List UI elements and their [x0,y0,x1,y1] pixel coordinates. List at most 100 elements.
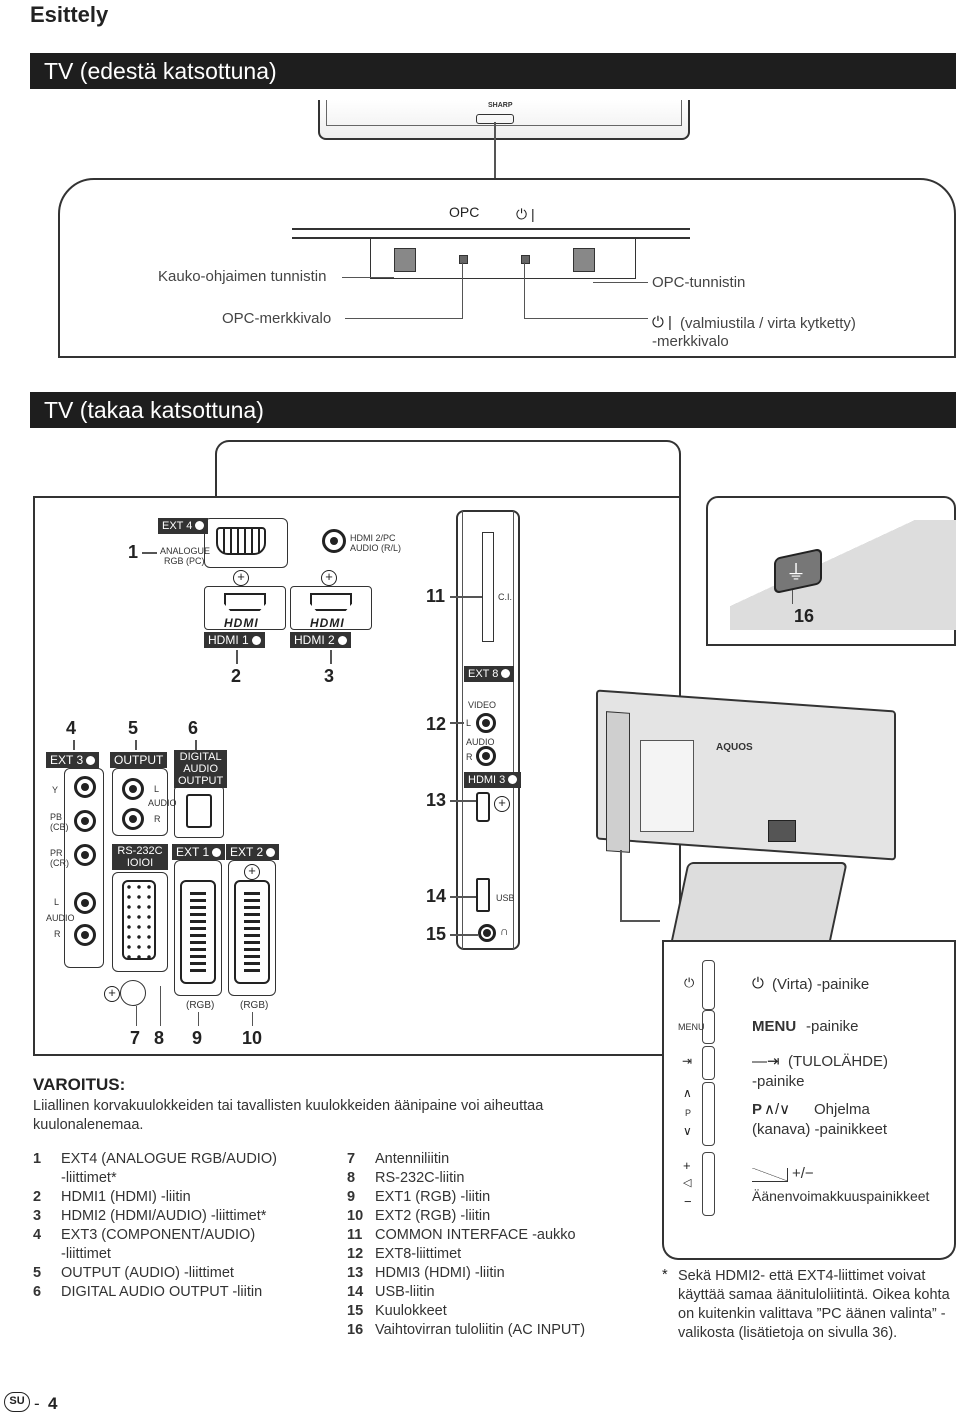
ext8-audio-label: AUDIO [466,737,495,747]
usb-label: USB [496,893,515,903]
leader-12 [450,722,464,724]
section-title: Esittely [30,2,109,27]
input-label-1: (TULOLÄHDE) [788,1053,889,1070]
output-l-label: L [154,784,160,794]
leader-8 [160,986,161,1026]
leader-7 [136,1006,137,1026]
ext4-bracket [204,518,288,568]
callout-5: 5 [128,718,139,738]
usb-port [476,878,490,912]
leader-power [524,318,648,319]
output-bracket [112,768,168,836]
menu-key-label: MENU [678,1022,705,1032]
program-arrows-icon: ∧/∨ [764,1101,791,1118]
remote-sensor-label: Kauko-ohjaimen tunnistin [158,268,327,285]
program-button[interactable] [702,1082,715,1146]
output-r-label: R [154,814,161,824]
hdmi3-tag: HDMI 3 [464,772,522,788]
front-view-title: TV (edestä katsottuna) [30,53,956,89]
side-panel-inner [462,510,514,950]
y-jack [74,776,96,798]
ext8-audio-jack [476,746,496,766]
menu-button[interactable] [702,1010,715,1044]
ci-slot [482,532,494,642]
volume-button[interactable] [702,1152,715,1216]
opc-sensor-window [573,248,595,272]
callout-13: 13 [426,790,447,810]
volume-plus-icon: + [683,1158,691,1173]
cr-label: (CR) [50,858,69,868]
screw-icon-1: + [233,570,249,586]
power-label-icon: ⏻ [752,975,764,992]
leader-remote [342,277,394,278]
output-r-jack [122,808,144,830]
ext1-rgb-label: (RGB) [186,1000,215,1011]
hdmi2-bracket [290,586,372,630]
aquos-logo: AQUOS [716,742,753,753]
leader-11 [450,596,482,598]
leader-1 [142,552,157,554]
callout-7: 7 [130,1028,141,1048]
hdmi3-port [476,792,490,822]
ext2-scart-port [234,880,270,984]
input-label-icon: —⇥ [752,1053,780,1070]
language-badge: SU [4,1392,30,1412]
ext2-tag: EXT 2 [226,844,280,860]
footnote-text: Sekä HDMI2- että EXT4-liittimet voivat k… [678,1268,950,1341]
program-label-2: (kanava) -painikkeet [752,1121,888,1138]
leader-5 [135,740,137,750]
screw-icon-2: + [321,570,337,586]
front-detail-box [58,178,956,358]
screw-icon-3: + [494,796,510,812]
callout-9: 9 [192,1028,203,1048]
ext1-bracket [174,860,222,996]
program-key-label: P [685,1108,692,1118]
input-button[interactable] [702,1046,715,1080]
leader-14 [450,896,476,898]
output-l-jack [122,778,144,800]
remote-sensor-window [394,248,416,272]
hdmi1-port [224,593,266,611]
leader-2 [236,650,238,664]
callout-1: 1 [128,542,139,562]
power-button[interactable] [702,960,715,1010]
ext1-scart-port [180,880,216,984]
volume-label: Äänenvoimakkuuspainikkeet [752,1188,930,1204]
rear-connector-panel [33,496,681,1056]
opc-indicator-led [459,255,468,264]
power-symbol-icon: ⏻ | [516,206,535,222]
ext8-r-label: R [466,752,473,762]
ci-label: C.I. [498,592,513,602]
warning-title: VAROITUS: [33,1075,126,1094]
tv-rear-side-panel [606,711,630,853]
panel-line-2 [292,237,690,239]
program-p-label: P [752,1101,763,1118]
tv-front-bezel [318,100,690,140]
button-panel-top [662,940,956,942]
rear-frame-top [215,440,681,498]
page-number: 4 [48,1394,58,1413]
tv-front-inner [326,100,682,126]
tv-rear-port-cluster [640,740,694,832]
rear-view-title: TV (takaa katsottuna) [30,392,956,428]
pr-label: PR [50,848,63,858]
hdmi-pc-label-1: HDMI 2/PC [350,533,396,543]
volume-wedge-icon: ◁ [683,1177,692,1189]
callout-4: 4 [66,718,77,738]
opc-label: OPC [449,204,480,220]
leader-opc-sensor [593,282,648,283]
rs232c-bracket [112,872,168,972]
hdmi-pc-label-2: AUDIO (R/L) [350,543,402,553]
footnote-mark: * [662,1267,668,1283]
callout-11: 11 [426,586,446,606]
screw-icon-5: + [104,986,120,1002]
side-panel-connector-2 [620,920,660,922]
